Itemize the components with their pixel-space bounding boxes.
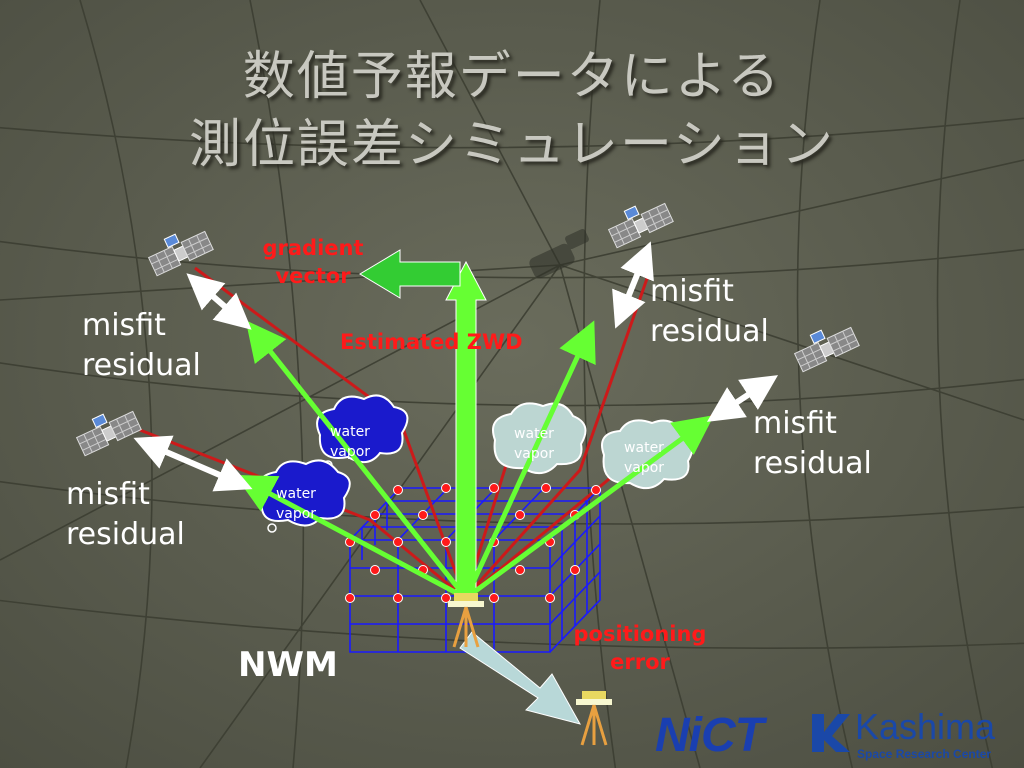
gradient-arrow-icon bbox=[359, 249, 461, 299]
green-rays bbox=[234, 320, 715, 601]
zwd-arrow bbox=[445, 260, 487, 599]
title-line-2: 測位誤差シミュレーション bbox=[189, 115, 835, 175]
gradient-vector-label: gradient vector bbox=[262, 236, 364, 288]
positioning-error-arrow bbox=[459, 631, 582, 725]
kashima-logo-text: Kashima bbox=[855, 706, 996, 747]
grid-nodes bbox=[345, 483, 601, 603]
cloud-blue-lower bbox=[258, 459, 351, 533]
nwm-label: NWM bbox=[238, 645, 338, 685]
background-telescope bbox=[529, 228, 589, 279]
estimated-zwd-label: Estimated ZWD bbox=[340, 330, 523, 354]
kashima-logo-icon bbox=[812, 714, 850, 752]
title-line-1: 数値予報データによる bbox=[242, 47, 782, 107]
misfit-arrows bbox=[133, 241, 779, 492]
kashima-logo-subtitle: Space Research Center bbox=[857, 747, 992, 761]
positioning-error-label: positioning error bbox=[573, 622, 707, 674]
nict-logo: NiCT bbox=[655, 709, 764, 762]
